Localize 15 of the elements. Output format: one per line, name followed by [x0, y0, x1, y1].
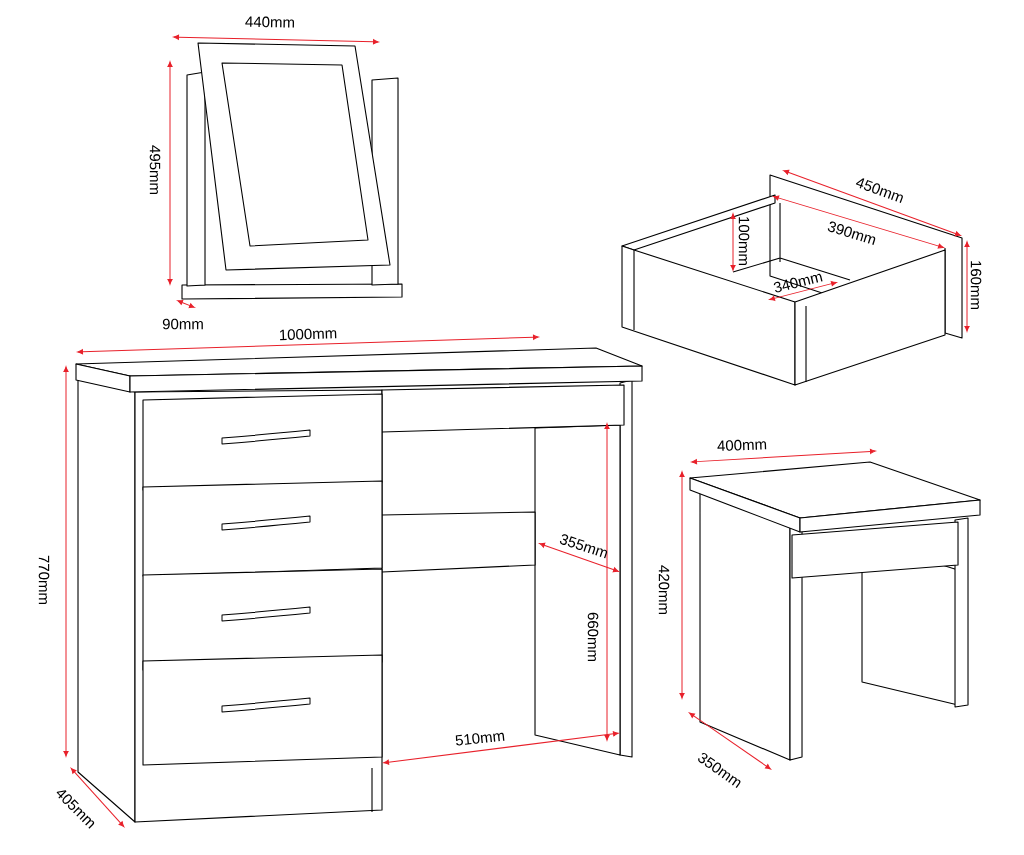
dimension-label: 1000mm — [280, 328, 337, 341]
dimension-label: 355mm — [559, 534, 608, 559]
dimension-label: 440mm — [245, 16, 294, 28]
dimension-label: 420mm — [658, 565, 670, 614]
dimension-label: 160mm — [970, 261, 982, 309]
dimension-label: 100mm — [738, 217, 750, 265]
dimension-label: 770mm — [38, 555, 50, 604]
dimension-label: 660mm — [587, 612, 599, 661]
dimension-label: 450mm — [855, 178, 903, 204]
dimension-label: 340mm — [773, 273, 823, 293]
dimension-label: 90mm — [162, 318, 203, 330]
dimension-label: 510mm — [455, 732, 505, 746]
dimension-label: 400mm — [717, 439, 767, 451]
dimension-label: 390mm — [827, 221, 876, 245]
dimension-label: 495mm — [149, 145, 161, 194]
